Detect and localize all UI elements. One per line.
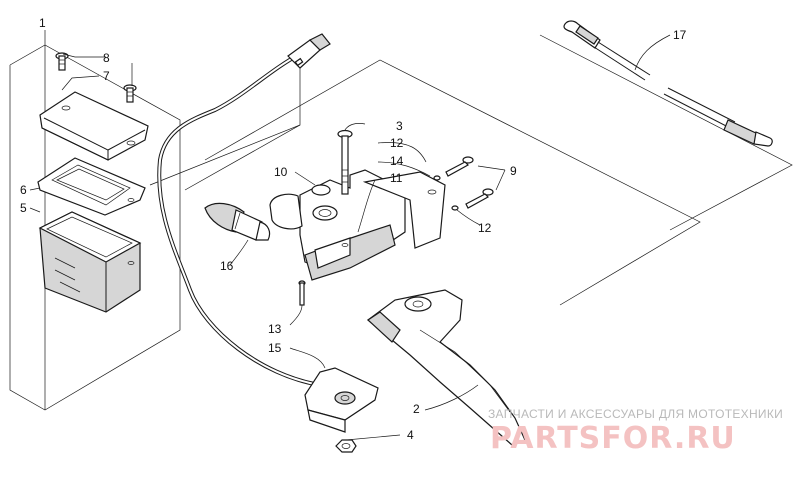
clamp-screws-9 [433,156,494,211]
callout-14: 14 [390,154,404,168]
watermark: ЗАПЧАСТИ И АКСЕССУАРЫ ДЛЯ МОТОТЕХНИКИ PA… [488,407,783,456]
plunger-16 [204,202,271,241]
callout-1: 1 [39,16,46,30]
callout-17: 17 [673,28,687,42]
frame-lines [9,34,793,411]
reservoir-cover-7 [39,91,149,161]
switch-wire [157,33,331,387]
brake-lever-2 [367,289,526,446]
callout-16: 16 [220,259,234,273]
callout-2: 2 [413,402,420,416]
callout-7: 7 [103,69,110,83]
callout-6: 6 [20,183,27,197]
callout-labels: 1 2 3 4 5 6 7 8 9 10 11 12 12 13 14 15 1… [20,16,687,442]
brake-switch-15 [304,367,379,433]
reservoir-5 [38,211,142,313]
pivot-bolt-3 [337,129,353,195]
nut-4 [335,439,357,453]
callout-15: 15 [268,341,282,355]
callout-3: 3 [396,119,403,133]
callout-10: 10 [274,165,288,179]
screw-8 [55,52,137,103]
o-ring-10 [311,184,331,196]
leader-lines [29,30,671,441]
brake-cable-17 [563,20,773,147]
callout-5: 5 [20,201,27,215]
callout-12-lower: 12 [478,221,492,235]
diaphragm-6 [37,157,146,216]
callout-13: 13 [268,322,282,336]
callout-4: 4 [407,428,414,442]
callout-12-upper: 12 [390,136,404,150]
master-cylinder-body [269,169,446,281]
callout-9: 9 [510,164,517,178]
watermark-tagline: ЗАПЧАСТИ И АКСЕССУАРЫ ДЛЯ МОТОТЕХНИКИ [488,407,783,421]
callout-11: 11 [390,171,403,185]
screw-13 [298,280,306,306]
callout-8: 8 [103,51,110,65]
watermark-logo: PARTSFOR.RU [490,421,736,456]
